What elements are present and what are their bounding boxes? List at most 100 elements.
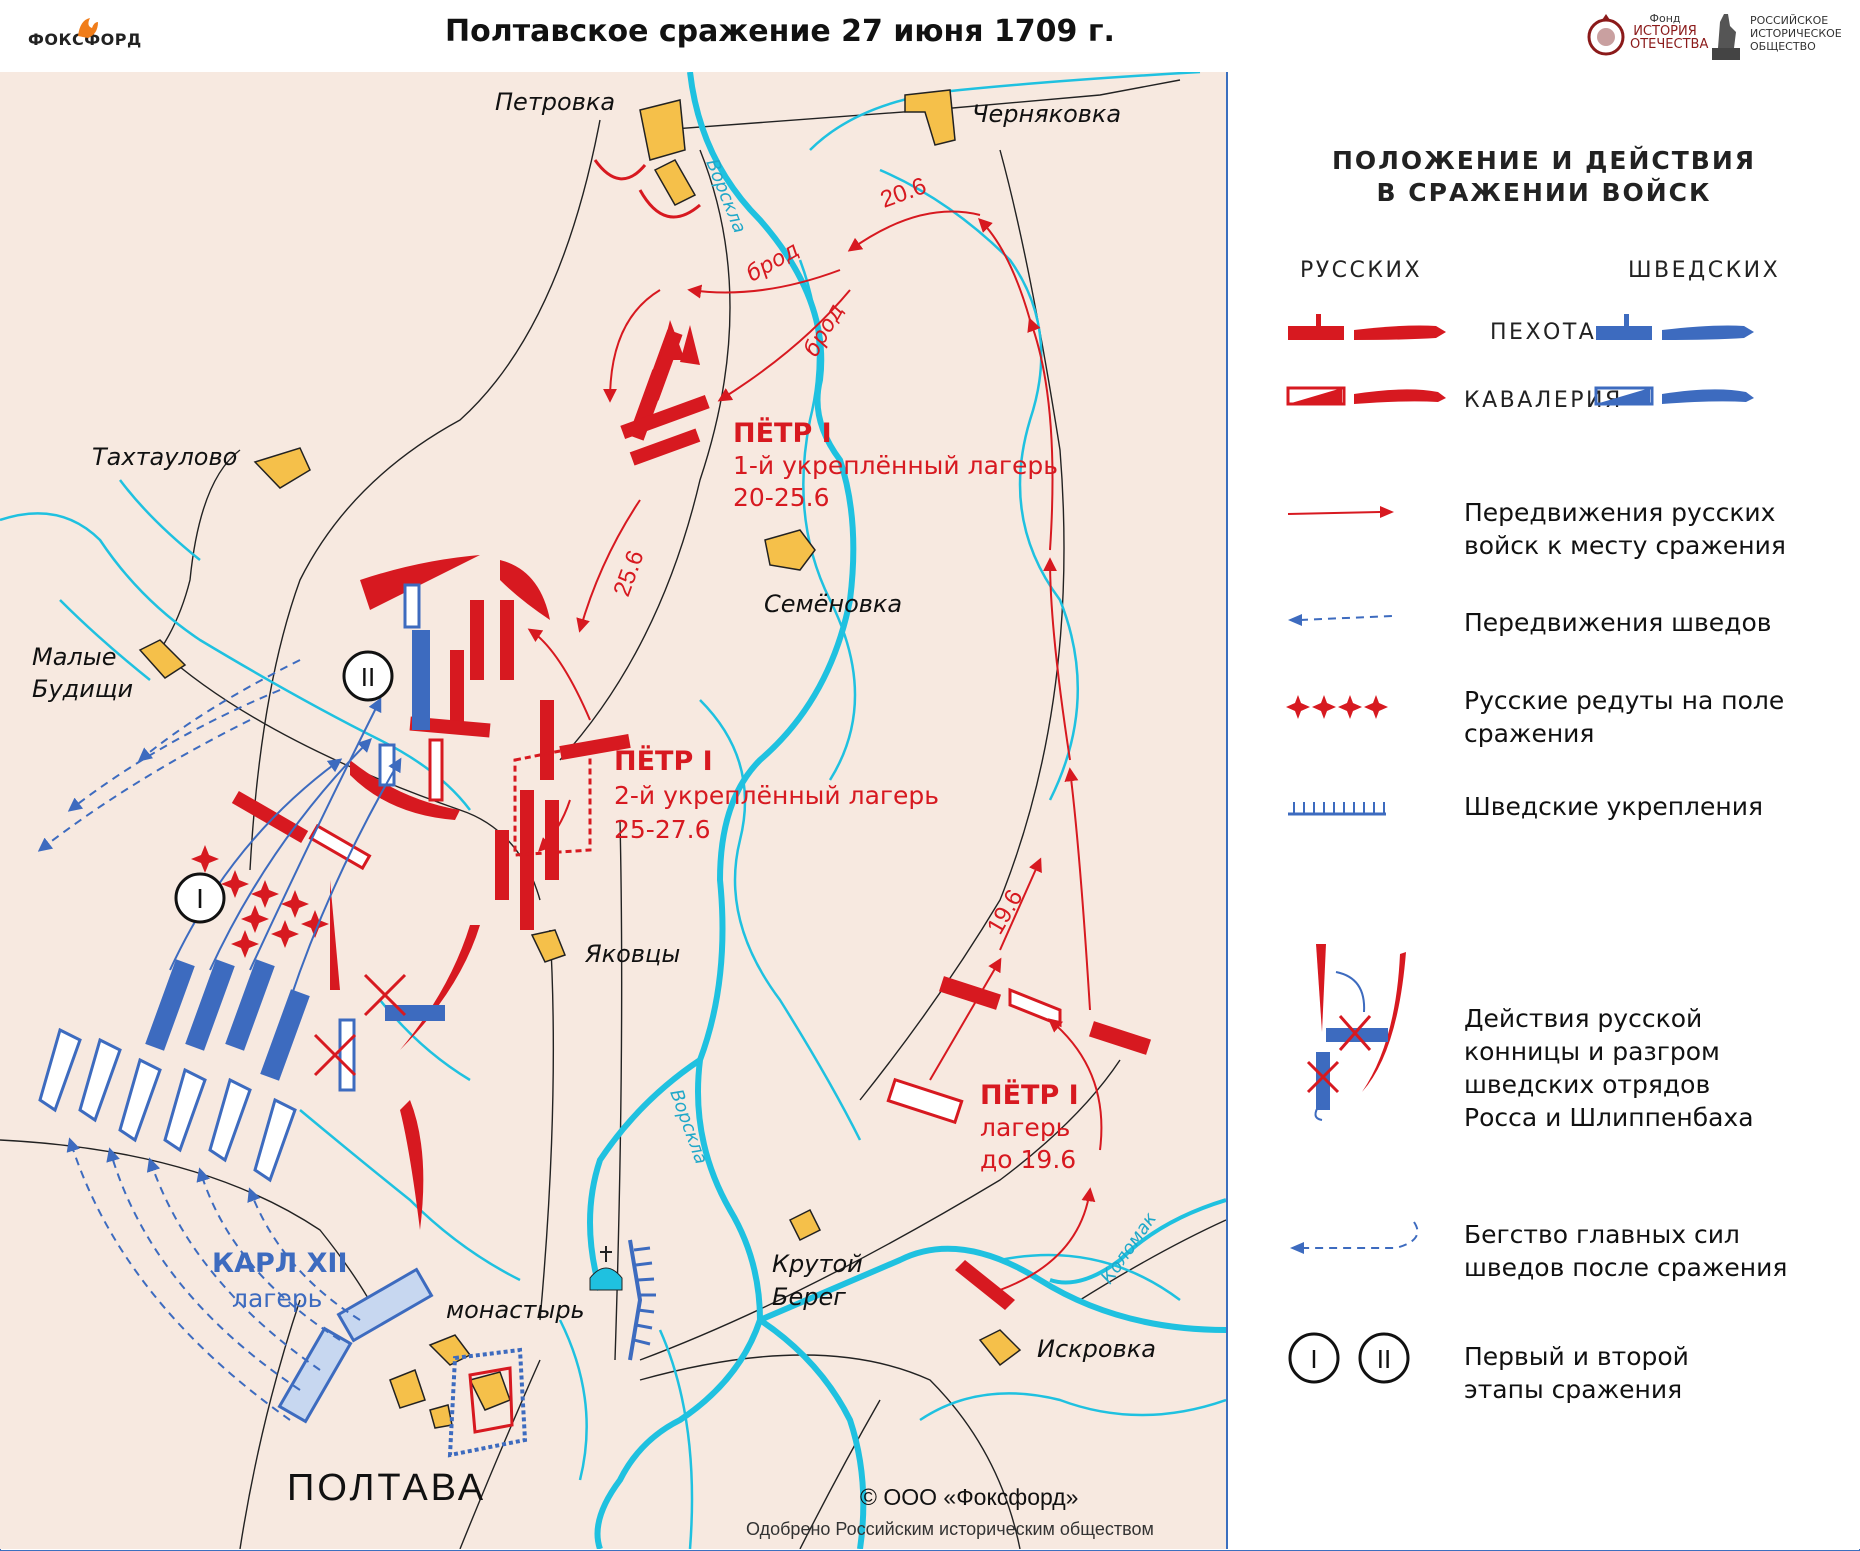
label-karl-name: КАРЛ XII <box>212 1248 348 1279</box>
legend-text-line: войск к месту сражения <box>1464 531 1786 560</box>
battle-map: I II Петровка Черняковка Тахтаулово Малы… <box>0 72 1226 1549</box>
swedish-camp <box>277 1267 434 1424</box>
label-first-camp-desc: 1-й укреплённый лагерь <box>733 451 1058 480</box>
label-petrovka: Петровка <box>495 88 615 116</box>
russian-infantry-icon <box>1288 314 1446 340</box>
page-title: Полтавское сражение 27 июня 1709 г. <box>445 14 1115 49</box>
legend-col-russian: РУССКИХ <box>1300 258 1423 283</box>
label-krutoy: Крутой <box>772 1250 863 1278</box>
stage-marker-one: I <box>174 872 226 924</box>
swedish-cavalry <box>38 583 421 1183</box>
legend-text-line: Действия русской <box>1464 1004 1703 1033</box>
rout-cross-icon <box>313 973 407 1077</box>
legend-panel: ПОЛОЖЕНИЕ И ДЕЙСТВИЯ В СРАЖЕНИИ ВОЙСК РУ… <box>1226 72 1860 1549</box>
second-camp-troops <box>409 600 631 930</box>
fund-emblem-icon <box>1587 14 1625 56</box>
cavalry-action-icon <box>1306 944 1406 1121</box>
legend-text-line: Шведские укрепления <box>1464 792 1764 821</box>
label-budishchi: Будищи <box>32 675 133 703</box>
land-area <box>0 72 1226 1549</box>
swedish-infantry <box>145 630 445 1081</box>
label-malye: Малые <box>32 643 116 671</box>
label-first-camp-name: ПЁТР I <box>733 417 832 449</box>
legend-item-cavalry-action: Действия русской конницы и разгром шведс… <box>1464 1002 1754 1134</box>
poltava-fortress <box>468 1366 514 1434</box>
swedish-infantry-icon <box>1596 314 1754 340</box>
label-bereg: Берег <box>772 1283 846 1311</box>
rio-logo-line: ОБЩЕСТВО <box>1750 40 1816 53</box>
vorskla-river <box>587 72 1226 1549</box>
legend-text-line: сражения <box>1464 719 1595 748</box>
label-monastyr: монастырь <box>446 1296 585 1324</box>
settlement-chernyakovka <box>904 89 956 146</box>
label-semenovka: Семёновка <box>764 590 902 618</box>
legend-col-swedish: ШВЕДСКИХ <box>1628 258 1781 283</box>
legend-text-line: этапы сражения <box>1464 1375 1683 1404</box>
red-arrow-icon <box>1287 506 1394 518</box>
stage-icon: I II <box>1288 1332 1410 1384</box>
stage-two-label: II <box>361 662 375 692</box>
rio-logo-line: ИСТОРИЧЕСКОЕ <box>1750 27 1842 40</box>
minor-streams <box>0 72 1226 1549</box>
foxford-logo: ФОКСФОРД <box>28 30 142 49</box>
cavalry-arc <box>360 555 480 610</box>
label-second-camp-desc: 2-й укреплённый лагерь <box>614 781 939 810</box>
settlements <box>138 89 1022 1429</box>
first-camp-troops <box>620 320 710 466</box>
legend-text-line: Передвижения шведов <box>1464 608 1772 637</box>
label-karl-desc: лагерь <box>232 1284 322 1313</box>
settlement-petrovka <box>639 99 686 161</box>
copyright-text: © ООО «Фоксфорд» <box>860 1484 1078 1510</box>
settlement-iskrovka <box>978 1329 1022 1367</box>
legend-text-line: Первый и второй <box>1464 1342 1689 1371</box>
legend-stage-one: I <box>1310 1344 1317 1374</box>
header: ФОКСФОРД Полтавское сражение 27 июня 170… <box>0 0 1860 74</box>
settlement-yakovtsy <box>530 929 566 963</box>
label-takhtaulovo: Тахтаулово <box>92 443 237 471</box>
settlement-budishchi <box>138 639 187 679</box>
rio-logo-line: РОССИЙСКОЕ <box>1750 14 1829 27</box>
legend-stage-two: II <box>1377 1344 1391 1374</box>
label-early-camp-desc: лагерь <box>980 1113 1070 1142</box>
rio-logo-text: РОССИЙСКОЕ ИСТОРИЧЕСКОЕ ОБЩЕСТВО <box>1750 14 1842 53</box>
russian-redoubts <box>191 845 329 958</box>
russian-cavalry-outline <box>308 738 1062 1125</box>
label-poltava: ПОЛТАВА <box>287 1467 486 1509</box>
label-iskrovka: Искровка <box>1037 1335 1156 1363</box>
flight-arrow-icon <box>1290 1221 1419 1254</box>
fortification-icon <box>1288 802 1386 816</box>
foxford-flame-icon <box>78 18 98 38</box>
legend-text-line: конницы и разгром <box>1464 1037 1720 1066</box>
swedish-fortification-ticks <box>633 1246 656 1346</box>
settlement-takhtaulovo <box>253 447 311 489</box>
redoubt-icon <box>1286 695 1388 719</box>
legend-cavalry-label: КАВАЛЕРИЯ <box>1464 388 1623 413</box>
legend-item-russian-movement: Передвижения русских войск к месту сраже… <box>1464 496 1786 562</box>
legend-item-swedish-movement: Передвижения шведов <box>1464 606 1771 639</box>
swedish-fortification <box>628 1239 643 1361</box>
label-early-camp-dates: до 19.6 <box>980 1145 1076 1174</box>
legend-text-line: Бегство главных сил <box>1464 1220 1740 1249</box>
swedish-cavalry-icon <box>1594 386 1754 406</box>
monastery-icon <box>589 1246 623 1291</box>
legend-infantry-label: ПЕХОТА <box>1490 320 1597 345</box>
label-second-camp-name: ПЁТР I <box>614 745 713 777</box>
label-first-camp-dates: 20-25.6 <box>733 483 830 512</box>
legend-item-fortifications: Шведские укрепления <box>1464 790 1763 823</box>
swedish-movement-arrows <box>169 697 402 1001</box>
legend-title-line2: В СРАЖЕНИИ ВОЙСК <box>1376 178 1712 207</box>
russian-cavalry-icon <box>1286 386 1446 406</box>
settlement-poltava-3 <box>429 1404 453 1429</box>
settlement-semenovka <box>764 529 816 571</box>
blue-dashed-arrow-icon <box>1288 614 1393 626</box>
fund-logo-text: Фонд ИСТОРИЯ ОТЕЧЕСТВА <box>1630 12 1708 51</box>
poltava-siege-line <box>447 1347 528 1458</box>
legend-text-line: Передвижения русских <box>1464 498 1776 527</box>
label-yakovtsy: Яковцы <box>584 940 680 968</box>
legend-text-line: Русские редуты на поле <box>1464 686 1785 715</box>
legend-title-line1: ПОЛОЖЕНИЕ И ДЕЙСТВИЯ <box>1331 146 1757 175</box>
legend-text-line: Росса и Шлиппенбаха <box>1464 1103 1754 1132</box>
approval-text: Одобрено Российским историческим обществ… <box>746 1519 1154 1539</box>
settlement-petrovka-2 <box>653 159 697 206</box>
settlement-krutoy <box>788 1208 822 1242</box>
